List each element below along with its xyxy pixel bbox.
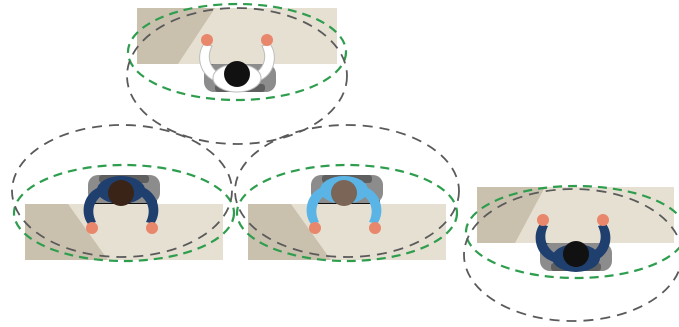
personal-zone-outer xyxy=(11,124,233,258)
left-arm xyxy=(306,186,331,224)
desk-shadow xyxy=(137,8,215,64)
head xyxy=(563,241,589,267)
person xyxy=(535,214,612,272)
head xyxy=(108,180,134,206)
person xyxy=(306,175,383,234)
right-hand xyxy=(597,214,609,226)
right-hand xyxy=(261,34,273,46)
left-arm xyxy=(83,186,108,224)
personal-zone-outer xyxy=(126,7,348,145)
left-hand xyxy=(86,222,98,234)
right-hand xyxy=(146,222,158,234)
workstation-top xyxy=(126,2,348,145)
desk-shadow xyxy=(248,204,331,260)
workstation-middle xyxy=(234,124,460,263)
right-arm xyxy=(357,186,382,224)
left-hand xyxy=(537,214,549,226)
desk-shadow xyxy=(25,204,108,260)
personal-zone-inner xyxy=(235,163,459,263)
left-hand xyxy=(201,34,213,46)
personal-zone-inner xyxy=(126,2,348,102)
right-arm xyxy=(586,224,611,262)
workstation-left xyxy=(11,124,236,263)
workstation-right xyxy=(463,184,679,322)
head xyxy=(331,180,357,206)
personal-zone-outer xyxy=(234,124,460,258)
personal-zone-outer xyxy=(463,188,679,322)
left-arm xyxy=(535,224,560,262)
person xyxy=(199,34,276,93)
person xyxy=(83,175,160,234)
left-hand xyxy=(309,222,321,234)
personal-zone-inner xyxy=(12,163,236,263)
right-arm xyxy=(134,186,159,224)
head xyxy=(224,61,250,87)
right-hand xyxy=(369,222,381,234)
desk-shadow xyxy=(477,187,545,243)
personal-zone-inner xyxy=(464,184,679,280)
